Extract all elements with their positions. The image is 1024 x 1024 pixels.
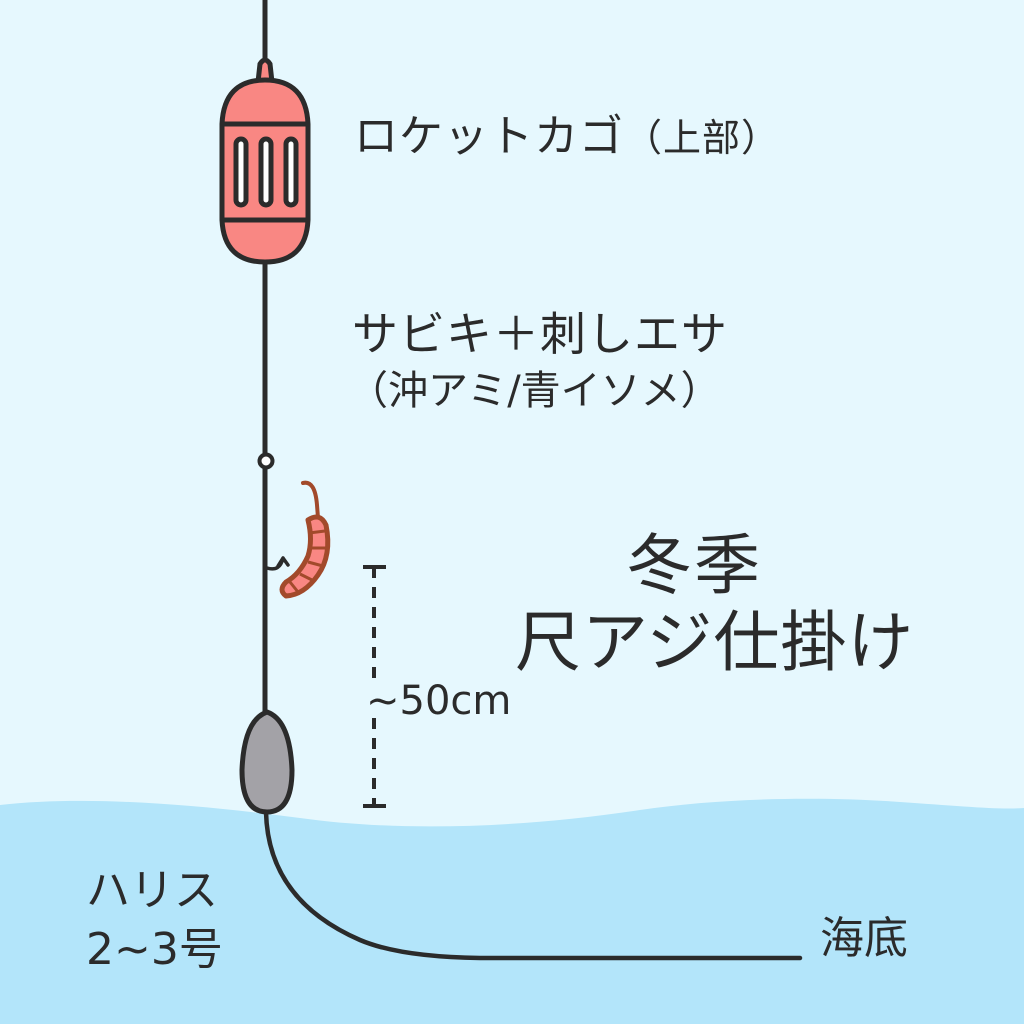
- sinker-icon: [239, 709, 295, 815]
- leader-line-icon: [263, 809, 803, 961]
- swivel-ring-icon: [257, 452, 275, 470]
- water-area: [0, 798, 1024, 1024]
- worm-bait-icon: [279, 480, 331, 599]
- rocket-basket-label: ロケットカゴ（上部）: [354, 111, 781, 163]
- dashed-dimension-icon: [363, 565, 386, 808]
- rocket-basket-note: （上部）: [624, 116, 781, 160]
- hook-icon: [265, 556, 290, 571]
- title-line-2: 尺アジ仕掛け: [515, 604, 915, 681]
- title-line-1: 冬季: [626, 527, 762, 604]
- leader-size-label: 2~3号: [86, 924, 223, 975]
- distance-label: ~50cm: [366, 678, 512, 724]
- rocket-basket-icon: [219, 57, 311, 265]
- bait-label: サビキ＋刺しエサ: [352, 307, 728, 361]
- rocket-basket-text: ロケットカゴ: [354, 111, 624, 162]
- leader-label: ハリス: [86, 865, 218, 916]
- bait-sub-label: （沖アミ/青イソメ）: [348, 368, 721, 414]
- seabed-label: 海底: [820, 913, 908, 964]
